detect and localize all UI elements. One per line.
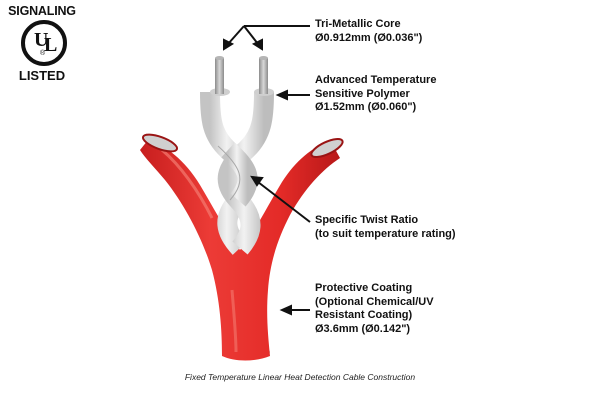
registered-mark: ®	[40, 50, 46, 57]
callout-line: Sensitive Polymer	[315, 87, 410, 100]
callout-line: Advanced Temperature	[315, 74, 437, 86]
callout-line: Specific Twist Ratio	[315, 214, 419, 226]
callout-protective-coating: Protective Coating (Optional Chemical/UV…	[315, 282, 434, 336]
ul-circle-mark: U L ®	[21, 20, 67, 66]
metallic-core-left	[215, 58, 224, 94]
logo-listed-text: LISTED	[18, 68, 66, 83]
callout-line: Resistant Coating)	[315, 309, 413, 321]
protective-jacket	[140, 140, 340, 361]
callout-sensitive-polymer: Advanced Temperature Sensitive Polymer Ø…	[315, 74, 436, 115]
core-arrow-right	[243, 25, 259, 45]
core-arrowhead-left	[223, 38, 235, 51]
figure-caption: Fixed Temperature Linear Heat Detection …	[184, 372, 416, 382]
logo-letter-u: U	[34, 29, 49, 51]
callout-line: (Optional Chemical/UV	[315, 295, 434, 308]
twist-overlap	[221, 142, 258, 207]
callout-arrows	[223, 25, 311, 316]
core-tip-left	[215, 56, 224, 60]
callout-line: Protective Coating	[315, 282, 413, 294]
callout-line: Ø1.52mm (Ø0.060")	[315, 101, 417, 113]
twist-arrowhead	[250, 175, 264, 187]
jacket-left-end	[141, 133, 179, 153]
ul-listed-logo: SIGNALING U L ® LISTED	[6, 4, 78, 84]
coating-arrowhead	[279, 304, 292, 316]
callout-line: Ø3.6mm (Ø0.142")	[315, 322, 411, 335]
callout-tri-metallic-core: Tri-Metallic Core Ø0.912mm (Ø0.036")	[315, 18, 422, 45]
core-tip-right	[259, 56, 268, 60]
logo-signaling-text: SIGNALING	[8, 4, 76, 18]
callout-line: (to suit temperature rating)	[315, 227, 456, 240]
twist-edge	[217, 145, 241, 201]
callout-line: Tri-Metallic Core	[315, 18, 401, 30]
callout-twist-ratio: Specific Twist Ratio (to suit temperatur…	[315, 214, 456, 241]
callout-line: Ø0.912mm (Ø0.036")	[315, 31, 423, 44]
logo-letter-l: L	[44, 34, 58, 56]
jacket-highlight	[161, 148, 214, 219]
twist-arrow-line	[257, 181, 311, 223]
metallic-core-right	[259, 58, 268, 94]
jacket-right-end	[310, 137, 344, 159]
insulated-conductor-right	[217, 91, 274, 255]
core-arrow-left	[227, 25, 245, 45]
core-arrowhead-right	[251, 38, 263, 51]
jacket-highlight	[230, 289, 238, 353]
polymer-arrowhead	[275, 89, 288, 101]
